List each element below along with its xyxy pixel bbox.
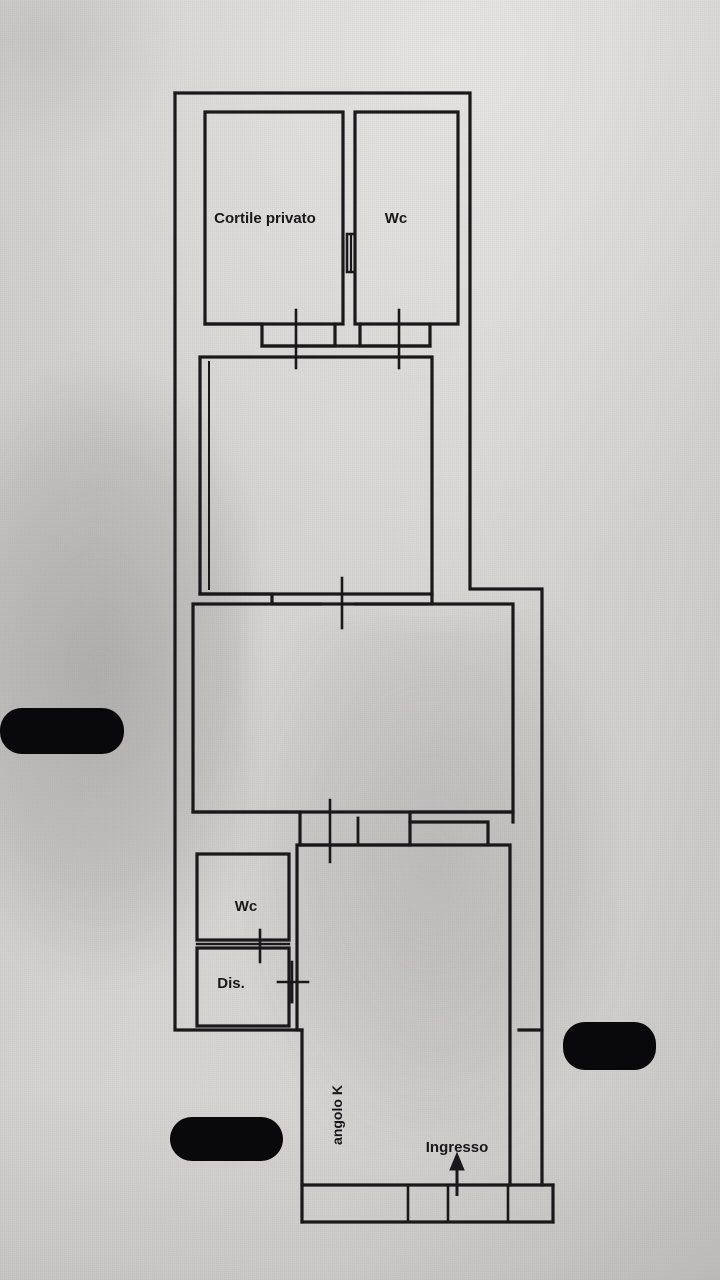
wall-below-soggiorno-right <box>408 820 490 847</box>
label-dis: Dis. <box>217 975 245 992</box>
entry-arrow-head <box>449 1151 465 1171</box>
label-ingresso: Ingresso <box>426 1139 489 1156</box>
redaction-mark-left <box>0 708 124 754</box>
entry-arrow-group <box>449 1151 465 1196</box>
wall-lines <box>173 91 555 1224</box>
room-soggiorno-walls <box>191 602 515 814</box>
room-dis-walls <box>195 946 291 1028</box>
redaction-mark-bottom <box>170 1117 283 1161</box>
label-angolo-k: angolo K <box>329 1085 345 1145</box>
corridor-wall-upper <box>203 322 337 348</box>
corridor-wall-upper-right <box>358 322 432 348</box>
outer-wall-left <box>173 91 302 1032</box>
room-wc-bottom-walls <box>195 852 291 942</box>
wall-below-soggiorno-right-top <box>408 810 515 824</box>
room-camera-nord-walls <box>198 355 434 596</box>
photo-shadow-center <box>250 620 610 1140</box>
label-wc-top: Wc <box>385 210 408 227</box>
wall-below-soggiorno-left <box>191 810 302 847</box>
label-wc-bottom: Wc <box>235 898 258 915</box>
redaction-mark-right <box>563 1022 656 1070</box>
room-wc-top-walls <box>353 110 460 326</box>
label-cortile-privato: Cortile privato <box>214 210 316 227</box>
outer-wall-perimeter <box>173 91 544 1032</box>
photo-shadow-top-left <box>0 0 180 160</box>
room-cortile-privato-walls <box>203 110 345 326</box>
